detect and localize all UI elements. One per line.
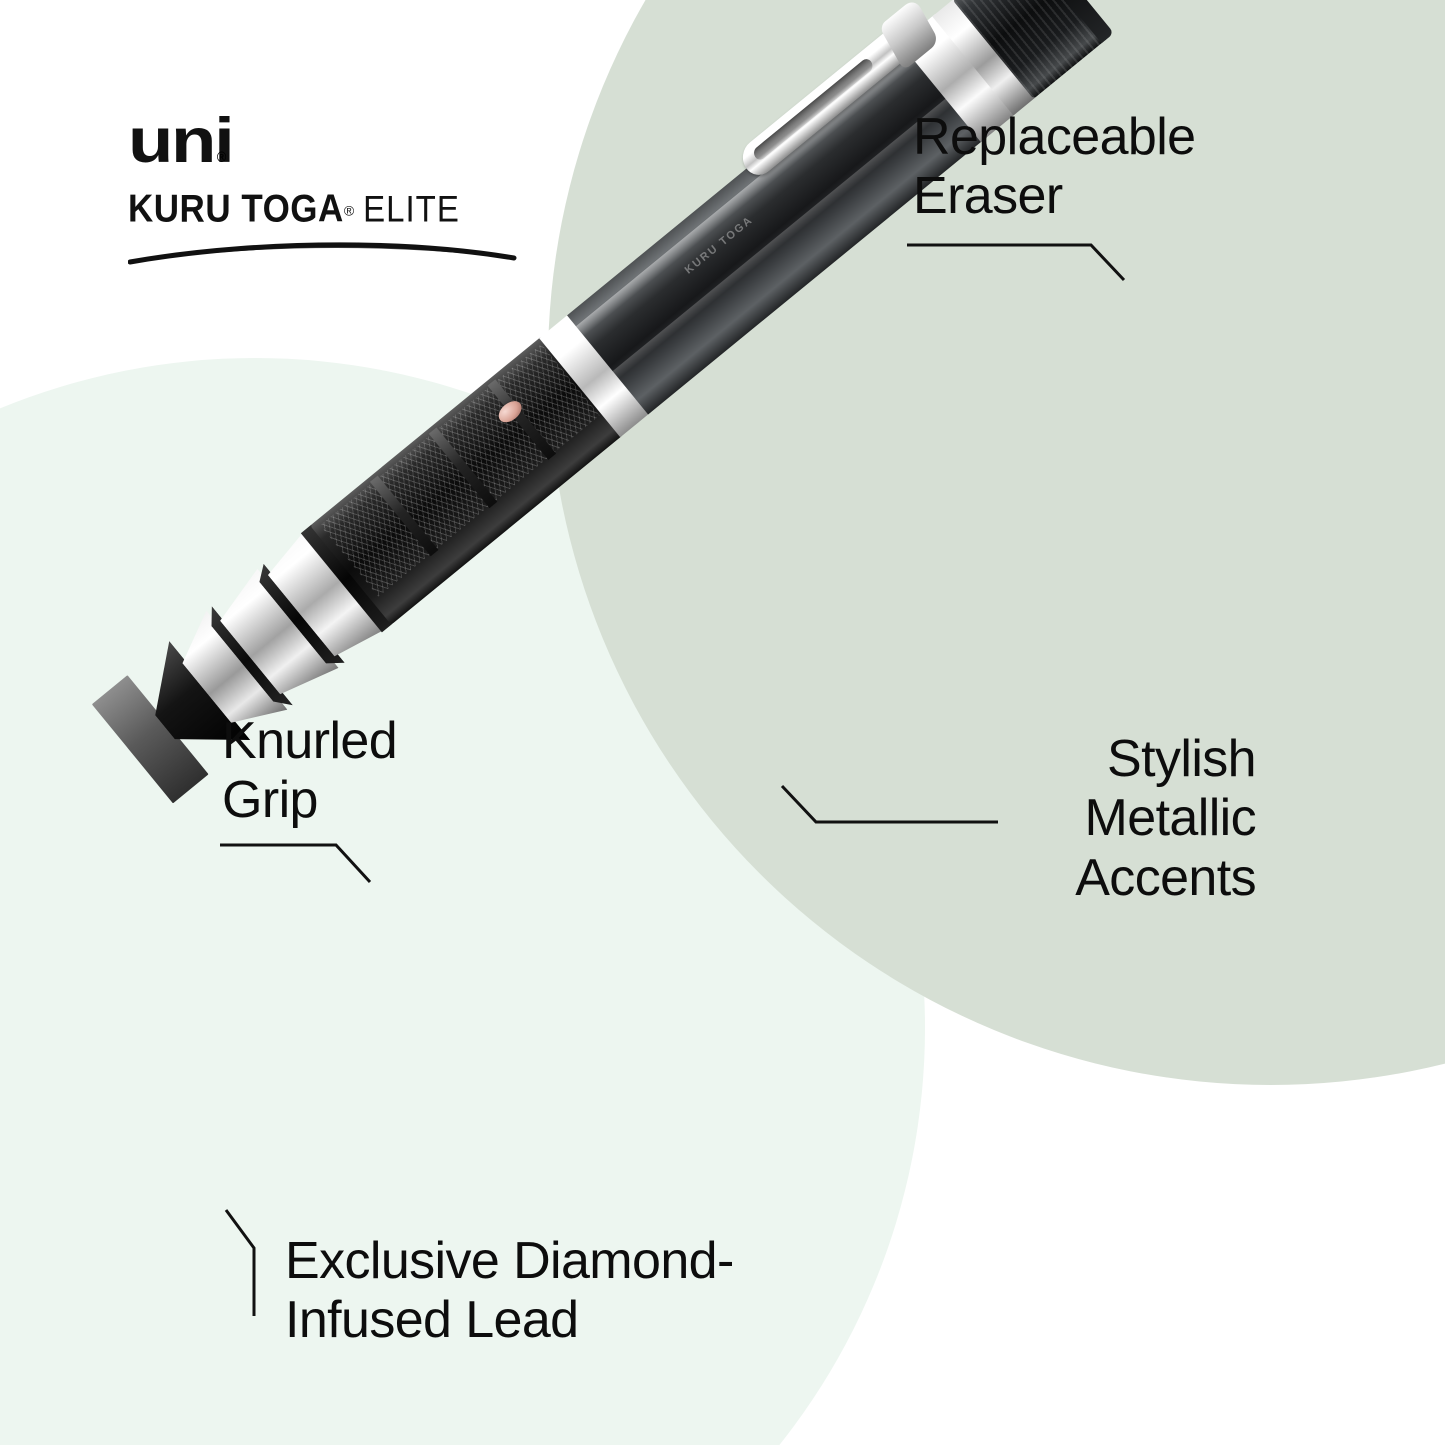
callout-exclusive-diamond-infused-lead-label: Exclusive Diamond- Infused Lead bbox=[285, 1232, 734, 1350]
uni-wordmark-text: uni bbox=[128, 106, 235, 176]
leader-line-exclusive-diamond-infused-lead bbox=[224, 1209, 256, 1316]
brand-logo-lockup: uni® KURU TOGA®ELITE bbox=[128, 110, 548, 265]
logo-underline-swoosh-icon bbox=[128, 242, 517, 265]
callout-replaceable-eraser-label: Replaceable Eraser bbox=[913, 108, 1196, 226]
leader-line-replaceable-eraser bbox=[907, 243, 1126, 282]
kuru-toga-text: KURU TOGA bbox=[128, 186, 344, 231]
callout-stylish-metallic-accents-label: Stylish Metallic Accents bbox=[1075, 730, 1256, 907]
elite-text: ELITE bbox=[363, 187, 460, 230]
leader-line-stylish-metallic-accents bbox=[780, 784, 998, 824]
callout-knurled-grip: Knurled Grip bbox=[222, 712, 398, 831]
callout-stylish-metallic-accents: Stylish Metallic Accents bbox=[886, 730, 1256, 908]
product-line-wordmark: KURU TOGA® ELITE bbox=[128, 187, 548, 230]
uni-registered-icon: ® bbox=[217, 149, 227, 166]
callout-replaceable-eraser: Replaceable Eraser bbox=[913, 108, 1196, 227]
kuru-toga-registered-icon: ® bbox=[343, 202, 355, 219]
uni-wordmark: uni® bbox=[128, 110, 548, 173]
leader-line-knurled-grip bbox=[220, 843, 372, 884]
callout-exclusive-diamond-infused-lead: Exclusive Diamond- Infused Lead bbox=[285, 1232, 734, 1351]
callout-knurled-grip-label: Knurled Grip bbox=[222, 712, 398, 830]
